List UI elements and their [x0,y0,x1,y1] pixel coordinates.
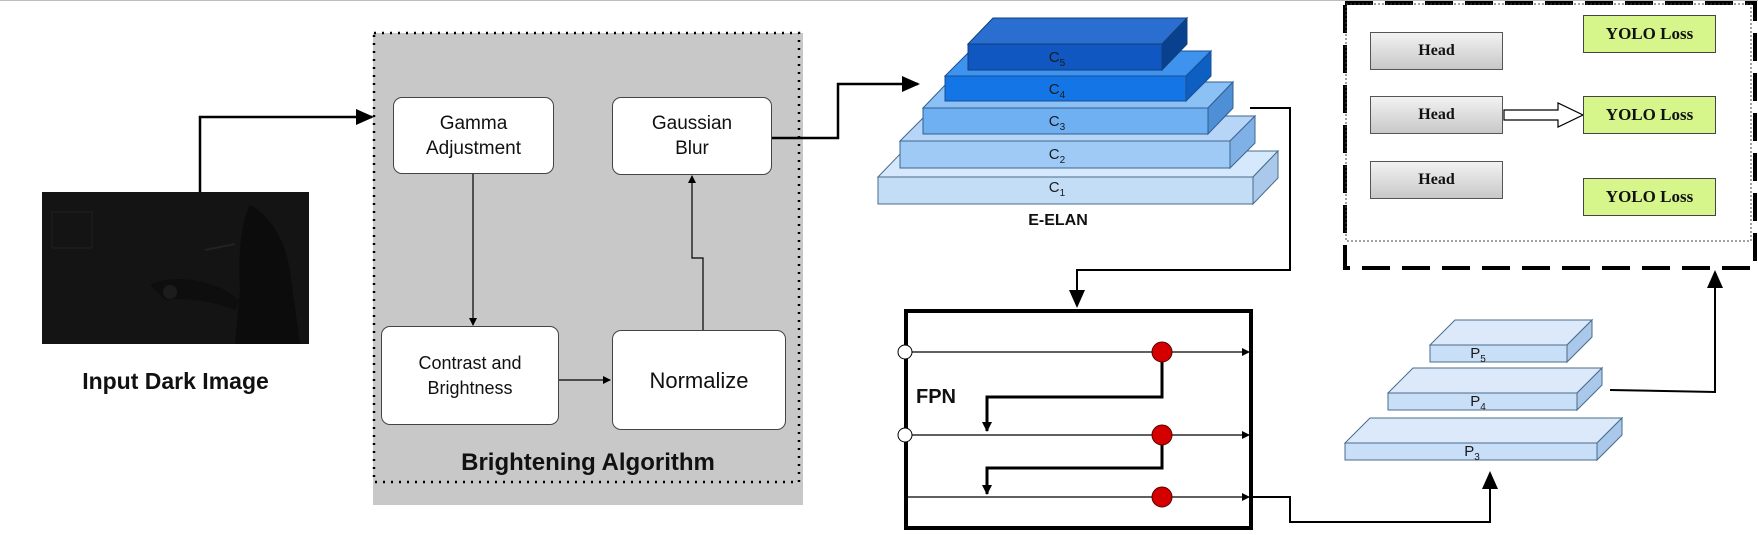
backbone-label-c1: C1 [1049,179,1066,199]
fpn-label: FPN [916,386,956,408]
detection-inner-frame [1345,3,1752,242]
arrow-backbone-to-fpn [1069,107,1291,308]
yolo-loss-3: YOLO Loss [1583,178,1716,216]
top-border-line [0,0,1758,1]
fpn-merge-node-bottom [1151,486,1173,508]
arrow-blur-to-backbone [772,76,920,140]
pyramid-label-p5: P5 [1470,345,1486,365]
backbone-stack: C5 C4 C3 C2 C1 [876,16,1280,206]
input-dark-image [42,192,309,344]
pyramid-layer-p5 [1428,318,1594,364]
normalize-box: Normalize [612,330,786,430]
pyramid-label-p3: P3 [1464,443,1480,463]
contrast-brightness-box: Contrast and Brightness [381,326,559,425]
fpn-input-node-middle [897,427,913,443]
backbone-layer-c5 [966,16,1189,72]
gaussian-blur-box: Gaussian Blur [612,97,772,175]
backbone-label-c4: C4 [1049,81,1066,101]
detection-outer-frame [1343,1,1757,270]
output-pyramid: P5 P4 P3 [1343,318,1624,463]
brightening-panel-border [372,31,801,484]
backbone-label-c3: C3 [1049,113,1066,133]
backbone-name: E-ELAN [1028,212,1088,229]
fpn-merge-node-middle [1151,424,1173,446]
gamma-adjustment-box: Gamma Adjustment [393,97,554,174]
arrow-input-to-brightening [198,109,374,192]
yolo-loss-2: YOLO Loss [1583,96,1716,134]
backbone-label-c2: C2 [1049,146,1066,166]
fpn-box [904,309,1253,530]
pyramid-label-p4: P4 [1470,393,1486,413]
fpn-input-node-top [897,344,913,360]
backbone-label-c5: C5 [1049,49,1066,69]
arrow-normalize-to-blur [688,175,704,330]
fpn-merge-node-top [1151,341,1173,363]
pyramid-layer-p4 [1386,366,1604,412]
detection-head-2: Head [1370,96,1503,134]
input-image-caption: Input Dark Image [82,368,269,394]
fpn-topdown-path-1 [982,352,1164,432]
yolo-loss-1: YOLO Loss [1583,15,1716,53]
arrow-head-to-loss [1503,102,1585,128]
fpn-topdown-path-2 [982,435,1164,495]
arrow-pyramid-to-detection [1609,270,1723,394]
arrow-fpn-to-pyramid [1251,471,1498,523]
detection-head-1: Head [1370,32,1503,70]
brightening-title: Brightening Algorithm [461,449,715,476]
detection-head-3: Head [1370,161,1503,199]
pyramid-layer-p3 [1343,416,1624,462]
